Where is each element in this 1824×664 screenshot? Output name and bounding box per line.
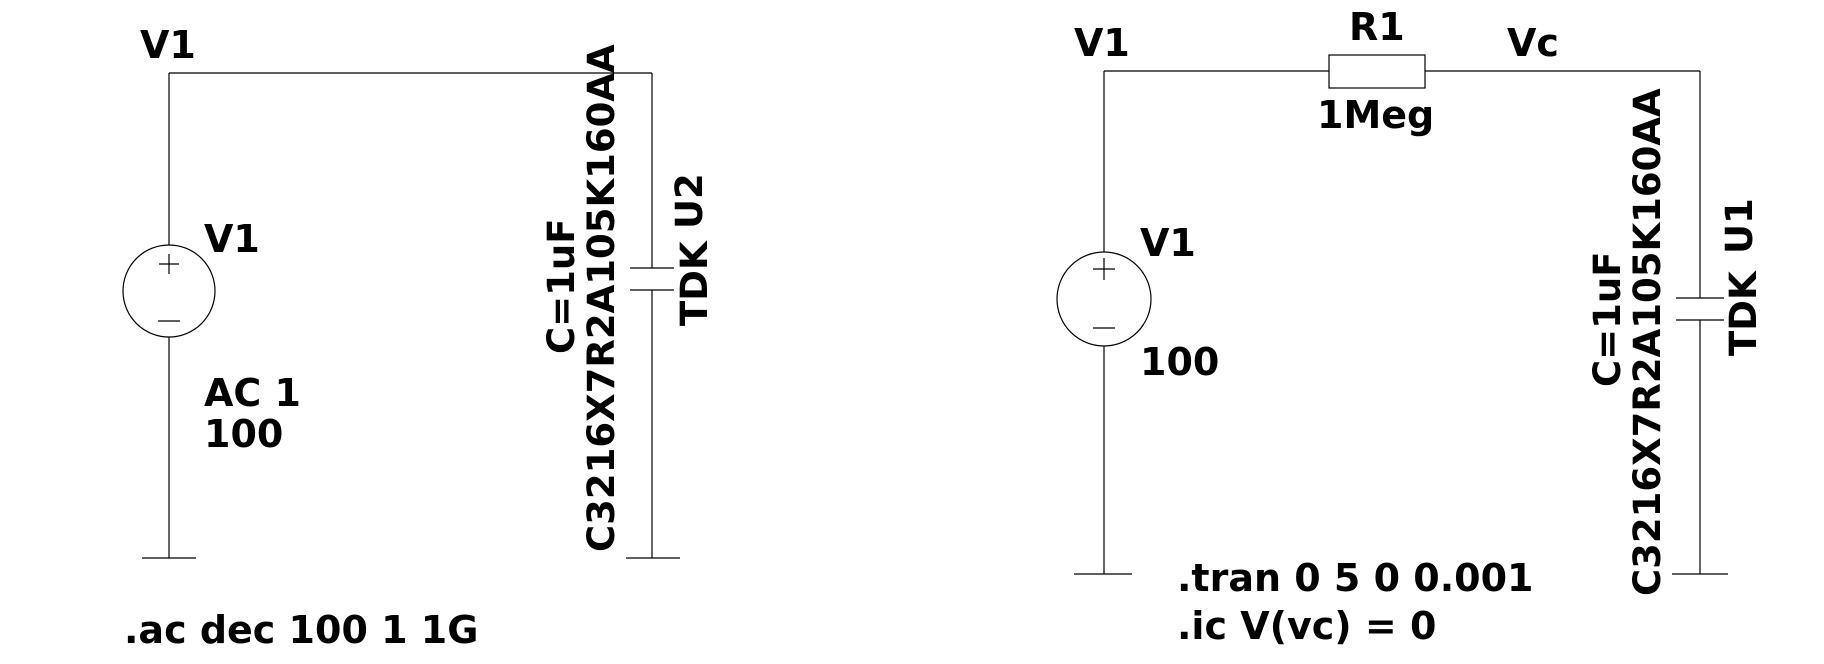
capacitor-icon[interactable]	[630, 267, 674, 291]
capacitor-value-label: C=1uF	[1586, 251, 1629, 387]
source-name-label: V1	[204, 217, 260, 261]
circuit-tran: V1 R1 1Meg Vc V1 100 C3216X7R2A105K160AA…	[1056, 5, 1765, 648]
capacitor-part-number-label: C3216X7R2A105K160AA	[580, 44, 623, 552]
source-dc-value-label: 100	[1140, 340, 1219, 384]
capacitor-instance-label: U1	[1718, 198, 1761, 254]
net-label-v1: V1	[1074, 21, 1130, 65]
source-ac-spec-label: AC 1	[204, 371, 301, 415]
capacitor-manufacturer-label: TDK	[673, 240, 716, 326]
capacitor-part-number-label: C3216X7R2A105K160AA	[1626, 88, 1669, 596]
resistor-name-label: R1	[1349, 5, 1405, 49]
spice-directive-ic[interactable]: .ic V(vc) = 0	[1177, 604, 1436, 648]
spice-directive-tran[interactable]: .tran 0 5 0 0.001	[1177, 556, 1533, 600]
source-name-label: V1	[1140, 221, 1196, 265]
resistor-icon[interactable]	[1328, 54, 1426, 89]
resistor-value-label: 1Meg	[1317, 93, 1434, 137]
capacitor-value-label: C=1uF	[540, 218, 583, 354]
voltage-source-icon[interactable]	[122, 244, 216, 338]
net-label-vc: Vc	[1507, 21, 1559, 65]
capacitor-icon[interactable]	[1676, 297, 1724, 321]
net-label-v1: V1	[140, 23, 196, 67]
source-dc-value-label: 100	[204, 412, 283, 456]
capacitor-manufacturer-label: TDK	[1722, 270, 1765, 356]
voltage-source-icon[interactable]	[1056, 251, 1152, 347]
circuit-ac: V1 V1 AC 1 100 C3216X7R2A105K160AA C=1uF…	[122, 23, 716, 652]
spice-directive-ac[interactable]: .ac dec 100 1 1G	[124, 608, 478, 652]
capacitor-instance-label: U2	[668, 173, 711, 229]
